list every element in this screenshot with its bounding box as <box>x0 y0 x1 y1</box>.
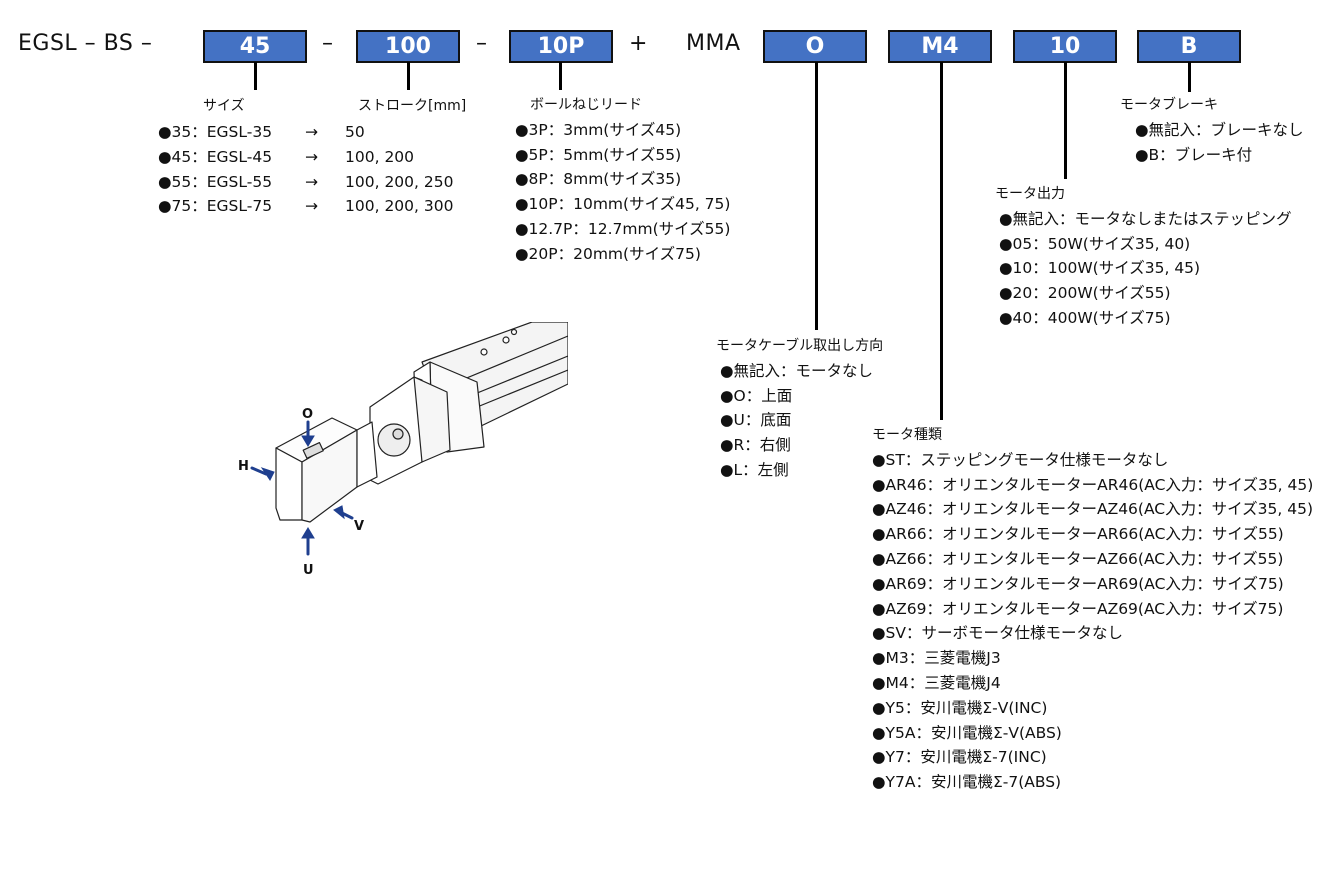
label-side: V <box>354 519 364 534</box>
label-top: O <box>302 407 313 422</box>
list-item: ●10：100W(サイズ35, 45) <box>999 259 1201 278</box>
list-item: ●AZ66：オリエンタルモーターAZ66(AC入力：サイズ55) <box>872 549 1284 568</box>
list-item: ●O：上面 <box>720 386 793 405</box>
arrow-rear-icon <box>250 466 268 476</box>
code-box-lead: 10P <box>509 30 613 63</box>
screw-icon <box>480 348 488 356</box>
list-item: ●M3：三菱電機J3 <box>872 649 1001 668</box>
list-item: ●20P：20mm(サイズ75) <box>515 244 701 263</box>
list-item: ●05：50W(サイズ35, 40) <box>999 234 1191 253</box>
separator: – <box>476 31 488 56</box>
list-item: ●L：左側 <box>720 460 789 479</box>
output-title: モータ出力 <box>995 186 1065 202</box>
code-box-cable: O <box>763 30 867 63</box>
connector-line-lead <box>559 62 562 90</box>
code-box-motor-type: M4 <box>888 30 992 63</box>
list-item: ●40：400W(サイズ75) <box>999 308 1171 327</box>
list-item: ●ST：ステッピングモータ仕様モータなし <box>872 450 1169 469</box>
list-item: ●5P：5mm(サイズ55) <box>515 145 682 164</box>
motor-actuator-illustration: O H V U <box>232 321 569 578</box>
model-prefix: EGSL – BS – <box>18 31 153 56</box>
code-box-size: 45 <box>203 30 307 63</box>
output-group: モータ出力 ●無記入：モータなしまたはステッピング ●05：50W(サイズ35,… <box>995 182 1292 331</box>
connector-line-brake <box>1188 62 1191 92</box>
list-item: ●R：右側 <box>720 436 791 455</box>
connector-line-stroke <box>407 62 410 90</box>
separator: – <box>322 31 334 56</box>
label-bottom: U <box>303 563 314 578</box>
list-item: ●AR69：オリエンタルモーターAR69(AC入力：サイズ75) <box>872 574 1284 593</box>
list-item: ●M4：三菱電機J4 <box>872 673 1001 692</box>
list-item: ●8P：8mm(サイズ35) <box>515 170 682 189</box>
list-item: ●AR66：オリエンタルモーターAR66(AC入力：サイズ55) <box>872 525 1284 544</box>
list-item: ●55：EGSL-55→100, 200, 250 <box>158 172 454 191</box>
list-item: ●無記入：モータなし <box>720 361 874 380</box>
list-item: ●AZ69：オリエンタルモーターAZ69(AC入力：サイズ75) <box>872 599 1284 618</box>
cable-group: モータケーブル取出し方向 ●無記入：モータなし ●O：上面 ●U：底面 ●R：右… <box>716 334 883 483</box>
screw-icon <box>502 336 510 344</box>
motor-side <box>301 429 358 523</box>
motor-type-group: モータ種類 ●ST：ステッピングモータ仕様モータなし ●AR46：オリエンタルモ… <box>872 423 1313 795</box>
brake-group: モータブレーキ ●無記入：ブレーキなし ●B：ブレーキ付 <box>1120 93 1304 167</box>
plus-sign: + <box>629 31 648 56</box>
list-item: ●Y7：安川電機Σ-7(INC) <box>872 748 1047 767</box>
connector-line-size <box>254 62 257 90</box>
illustration-svg: O H V U <box>238 321 569 578</box>
list-item: ●12.7P：12.7mm(サイズ55) <box>515 219 731 238</box>
screw-icon <box>510 328 518 336</box>
list-item: ●無記入：ブレーキなし <box>1135 120 1304 139</box>
list-item: ●Y5A：安川電機Σ-V(ABS) <box>872 723 1062 742</box>
code-box-output: 10 <box>1013 30 1117 63</box>
connector-line-output <box>1064 62 1067 179</box>
list-item: ●無記入：モータなしまたはステッピング <box>999 209 1292 228</box>
list-item: ●Y5：安川電機Σ-V(INC) <box>872 698 1048 717</box>
list-item: ●Y7A：安川電機Σ-7(ABS) <box>872 773 1062 792</box>
list-item: ●B：ブレーキ付 <box>1135 145 1253 164</box>
label-rear: H <box>238 459 249 474</box>
brake-title: モータブレーキ <box>1120 97 1218 113</box>
list-item: ●SV：サーボモータ仕様モータなし <box>872 624 1123 643</box>
cable-title: モータケーブル取出し方向 <box>716 338 884 354</box>
list-item: ●35：EGSL-35→50 <box>158 123 365 141</box>
direction-arrows <box>250 420 354 556</box>
list-item: ●45：EGSL-45→100, 200 <box>158 147 415 166</box>
list-item: ●AR46：オリエンタルモーターAR46(AC入力：サイズ35, 45) <box>872 475 1314 494</box>
code-box-brake: B <box>1137 30 1241 63</box>
lead-group: ボールねじリード ●3P：3mm(サイズ45) ●5P：5mm(サイズ55) ●… <box>515 93 730 267</box>
code-box-stroke: 100 <box>356 30 460 63</box>
stroke-title: ストローク[mm] <box>358 98 467 114</box>
motor-rear <box>275 447 303 521</box>
connector <box>302 441 324 459</box>
connector-line-cable <box>815 62 818 330</box>
list-item: ●3P：3mm(サイズ45) <box>515 120 682 139</box>
mma-label: MMA <box>686 31 741 56</box>
size-title: サイズ <box>203 98 245 114</box>
lead-title: ボールねじリード <box>530 97 642 113</box>
size-list: ●35：EGSL-35→50 ●45：EGSL-45→100, 200 ●55：… <box>158 120 453 219</box>
list-item: ●U：底面 <box>720 411 792 430</box>
coupling-icon <box>377 423 411 457</box>
connector-line-motor-type <box>940 62 943 420</box>
list-item: ●75：EGSL-75→100, 200, 300 <box>158 197 454 216</box>
motor-type-title: モータ種類 <box>872 427 942 443</box>
list-item: ●10P：10mm(サイズ45, 75) <box>515 195 731 214</box>
list-item: ●AZ46：オリエンタルモーターAZ46(AC入力：サイズ35, 45) <box>872 500 1313 519</box>
list-item: ●20：200W(サイズ55) <box>999 284 1171 303</box>
